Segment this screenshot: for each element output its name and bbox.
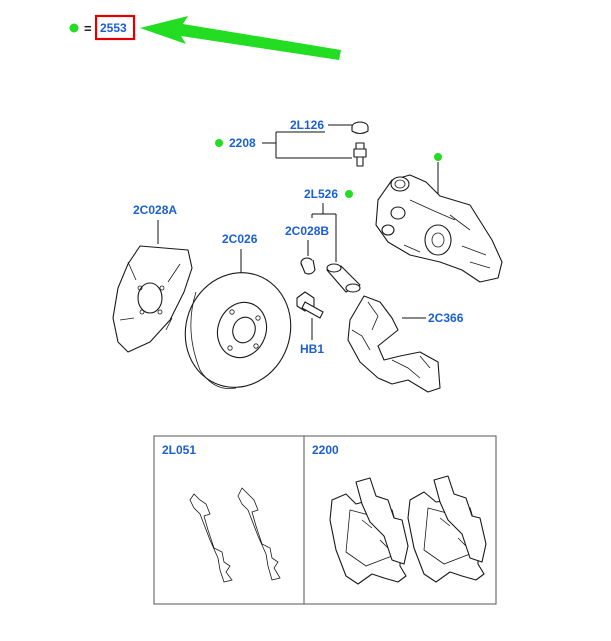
green-arrow-icon	[140, 16, 341, 60]
dust-shield-icon	[112, 245, 193, 353]
bushing-icon	[300, 257, 316, 275]
legend-ref-2553[interactable]: 2553	[100, 21, 127, 35]
bleed-screw-icon	[353, 142, 367, 167]
dot-2208	[215, 139, 223, 147]
label-2L126[interactable]: 2L126	[290, 118, 324, 132]
brake-pad-icon	[407, 475, 487, 583]
dot-caliper	[434, 153, 442, 161]
bolt-icon	[296, 291, 324, 319]
brake-pad-icon	[329, 477, 409, 585]
brake-caliper-icon	[375, 174, 503, 283]
guide-sleeve-icon	[326, 263, 361, 293]
guide-pin-group: 2L126 2208	[215, 118, 369, 167]
label-2L051[interactable]: 2L051	[162, 443, 196, 457]
legend-equals-sign: =	[84, 21, 92, 36]
highlight-box	[94, 14, 136, 41]
kit-box: 2L051 2200	[153, 435, 497, 605]
label-2C026[interactable]: 2C026	[222, 232, 258, 246]
anti-rattle-spring-icon	[237, 487, 281, 581]
label-HB1[interactable]: HB1	[300, 342, 324, 356]
caliper-bracket-icon	[347, 295, 441, 393]
kit-box-frame	[153, 435, 497, 605]
dust-cap-icon	[351, 121, 369, 135]
label-2C366[interactable]: 2C366	[428, 311, 464, 325]
label-2208[interactable]: 2208	[229, 136, 256, 150]
label-2L526[interactable]: 2L526	[304, 187, 338, 201]
legend-green-dot	[69, 23, 79, 33]
legend: = 2553	[69, 14, 341, 60]
label-2C028A[interactable]: 2C028A	[133, 203, 177, 217]
brake-disc-icon	[184, 272, 292, 389]
label-2200[interactable]: 2200	[312, 443, 339, 457]
dot-2L526	[345, 190, 353, 198]
label-2C028B[interactable]: 2C028B	[285, 224, 329, 238]
anti-rattle-spring-icon	[189, 493, 233, 583]
